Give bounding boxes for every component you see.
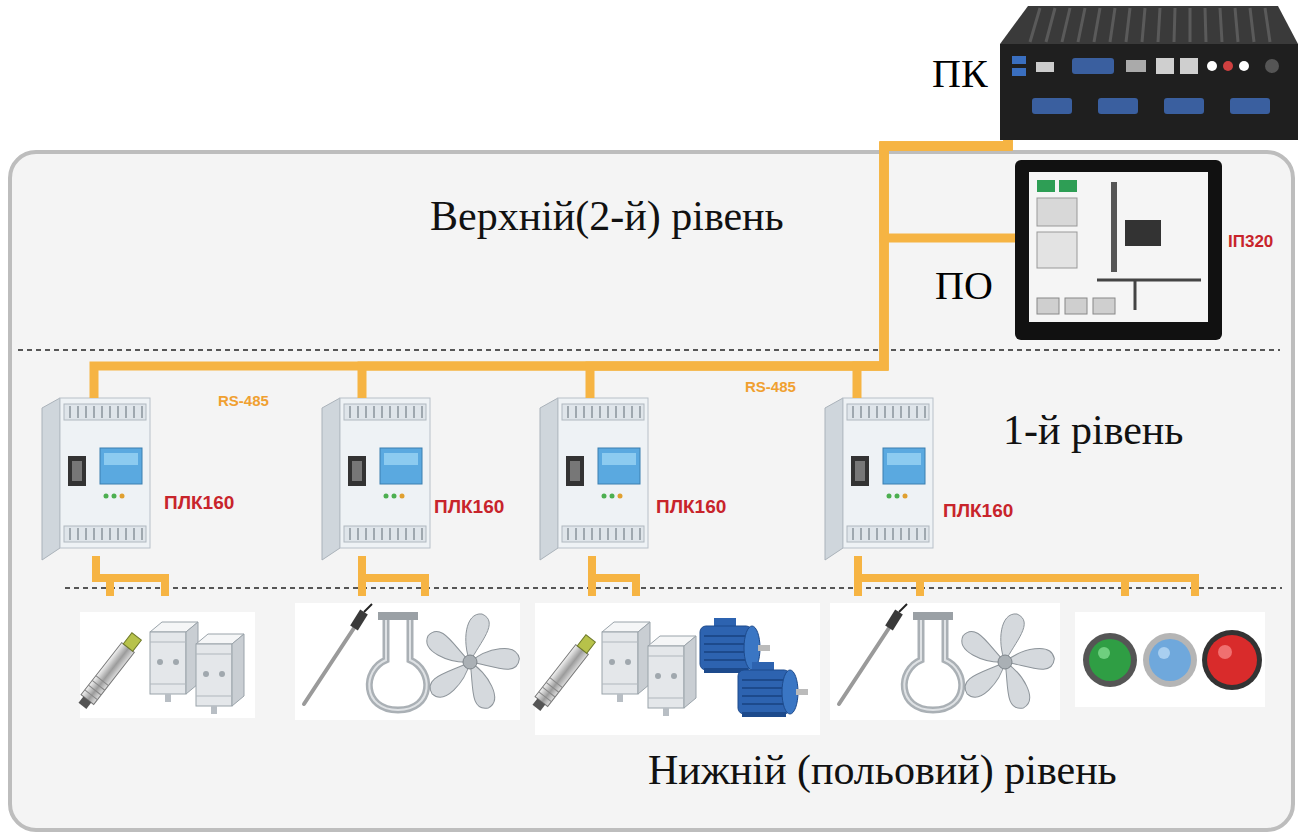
- industrial-pc: ПК: [1000, 4, 1298, 140]
- model-label: ІП320: [1228, 232, 1273, 252]
- level-divider: [65, 587, 1282, 589]
- plc-picture: [42, 398, 150, 560]
- field-wiring: [96, 560, 1195, 592]
- proximity-sensor: [76, 632, 143, 711]
- heating-element: [904, 612, 961, 710]
- level-divider: [18, 349, 1280, 351]
- level-title: 1-й рівень: [1003, 406, 1184, 454]
- electric-motor: [738, 662, 808, 717]
- model-label: ПЛК160: [164, 492, 234, 514]
- bus-label: RS-485: [218, 392, 269, 409]
- bus-line: [590, 140, 1008, 398]
- push-buttons: [1083, 630, 1262, 690]
- bus-line: [884, 140, 1015, 238]
- plc-picture: [540, 398, 648, 560]
- plc: ПЛК160: [540, 398, 648, 560]
- plc-picture: [825, 398, 933, 560]
- operator-panel: ПОІП320: [1015, 160, 1222, 340]
- plc: ПЛК160: [322, 398, 430, 560]
- device-label: ПО: [935, 262, 993, 309]
- bus-line: [362, 140, 1008, 398]
- model-label: ПЛК160: [656, 496, 726, 518]
- plc-picture: [322, 398, 430, 560]
- bus-label: RS-485: [745, 378, 796, 395]
- field-devices: [76, 603, 1265, 735]
- bus-line: [94, 140, 1008, 398]
- operator-panel-picture: [1015, 160, 1222, 340]
- bus-line: [857, 140, 1008, 398]
- heating-element: [369, 612, 426, 710]
- pneumatic-cylinder: [196, 634, 244, 714]
- industrial-pc-picture: [1000, 6, 1298, 140]
- pneumatic-cylinder: [648, 636, 696, 716]
- level-title: Нижній (польовий) рівень: [648, 746, 1117, 794]
- proximity-sensor: [530, 634, 597, 713]
- pneumatic-cylinder: [602, 622, 650, 702]
- model-label: ПЛК160: [943, 500, 1013, 522]
- pneumatic-cylinder: [150, 622, 198, 702]
- device-label: ПК: [932, 50, 988, 97]
- fan-blades: [958, 614, 1057, 712]
- plc: ПЛК160: [825, 398, 933, 560]
- plc: ПЛК160: [42, 398, 150, 560]
- model-label: ПЛК160: [434, 496, 504, 518]
- level-title: Верхній(2-й) рівень: [430, 192, 784, 240]
- temperature-probe: [839, 604, 907, 704]
- system-frame: [10, 152, 1293, 830]
- temperature-probe: [304, 604, 372, 704]
- fan-blades: [423, 614, 522, 712]
